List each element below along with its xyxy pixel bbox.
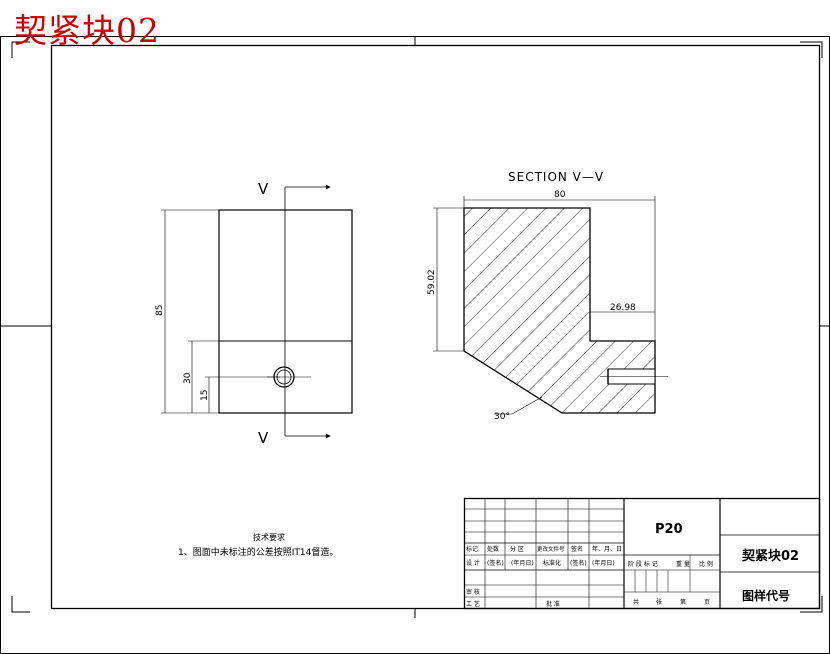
tb-r1-c6: 年、月、日: [592, 545, 622, 553]
tb-r1-c2: 处数: [487, 545, 499, 553]
tb-r1-c1: 标记: [466, 545, 478, 553]
tb-scale-label: 比 例: [699, 560, 713, 568]
dim-label-85: 85: [155, 305, 165, 316]
dim-label-26: 26.98: [610, 303, 636, 313]
tb-r2-c2: (签名): [487, 559, 504, 567]
drawing-frame: [50, 44, 821, 610]
tb-weight-label: 重 量: [676, 560, 690, 568]
drawing-code: 图样代号: [742, 588, 790, 603]
tb-r1-c3: 分 区: [510, 545, 524, 553]
tb-r2-c6: (年月日): [592, 559, 615, 567]
part-code: P20: [655, 522, 683, 537]
front-view-outline: [218, 209, 353, 414]
angle-leader: [494, 396, 543, 415]
dim-label-80: 80: [554, 190, 566, 200]
tb-sheet-no: 第: [680, 598, 686, 606]
title-block-text: P20 契紧块02 图样代号 标记 处数 分 区 更改文件号 签名 年、月、日 …: [466, 522, 799, 608]
section-view: SECTION V—V 80 59.02 26.98 30°: [427, 170, 668, 422]
tb-sheet-unit1: 张: [656, 598, 662, 606]
cut-label-top: V: [258, 180, 269, 198]
part-name: 契紧块02: [741, 548, 799, 564]
dim-label-15: 15: [200, 390, 210, 401]
tb-r2-c1: 设 计: [466, 559, 480, 567]
tb-r1-c4: 更改文件号: [537, 545, 565, 553]
trim-marks: [0, 36, 830, 618]
tb-r2-c3: (年月日): [511, 559, 534, 567]
tb-sheet-total: 共: [633, 598, 639, 606]
technical-requirements: 技术要求 1、图面中未标注的公差按照IT14督造。: [178, 532, 338, 558]
tb-r2-c4: 标准化: [543, 559, 561, 567]
title-block: [463, 497, 821, 610]
page-title: 契紧块02: [14, 11, 160, 50]
dim-label-angle: 30°: [494, 412, 510, 422]
tb-r1-c5: 签名: [571, 545, 583, 553]
front-view: V V 85 30 15: [155, 180, 353, 447]
tb-r2-c5: (签名): [570, 559, 587, 567]
section-title: SECTION V—V: [508, 170, 604, 184]
dim-label-59: 59.02: [427, 269, 437, 295]
tb-stage-label: 阶 段 标 记: [628, 560, 658, 568]
tech-notes-line1: 1、图面中未标注的公差按照IT14督造。: [178, 546, 338, 558]
tech-notes-heading: 技术要求: [253, 532, 285, 542]
tb-sheet-unit2: 页: [704, 599, 710, 606]
tb-r3-c1: 审 核: [466, 588, 480, 596]
cut-label-bottom: V: [258, 429, 269, 447]
dim-label-30: 30: [183, 372, 193, 384]
tb-r4-c2: 批 准: [546, 600, 560, 608]
tb-r4-c1: 工 艺: [466, 600, 480, 608]
